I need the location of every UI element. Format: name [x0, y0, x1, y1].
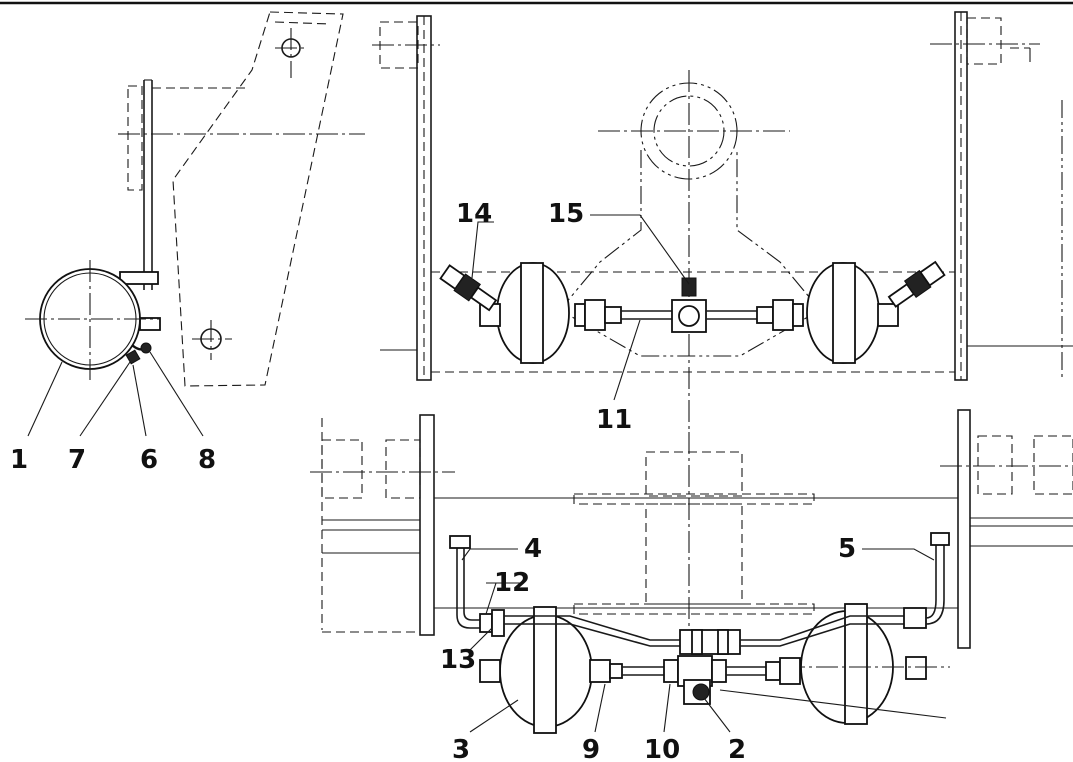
callout-8: 8 [198, 445, 216, 475]
air-spring-right-port [877, 303, 899, 327]
front-frame-rail-left [419, 414, 435, 636]
air-spring-right-band [832, 262, 856, 364]
bracket-plate-outline [172, 11, 344, 387]
center-manifold [679, 629, 741, 655]
pipe-5-fitting-top [930, 532, 950, 546]
air-spring-left-band [520, 262, 544, 364]
leader-14 [471, 221, 494, 279]
callout-7: 7 [68, 445, 86, 475]
fitting-right-a [792, 303, 804, 327]
front-fitting-right [711, 659, 727, 683]
bracket-top-edge [274, 21, 331, 25]
callout-1: 1 [10, 445, 28, 475]
front-air-spring-right-port [905, 656, 927, 680]
frame-rail-left [127, 85, 143, 191]
leader-5 [862, 548, 935, 561]
leader-9 [594, 683, 606, 733]
pipe-5-fitting-low [903, 607, 927, 629]
leader-2 [703, 697, 731, 733]
fitting-right-b [772, 299, 794, 331]
front-frame-box-2 [385, 439, 421, 499]
leader-8 [149, 351, 204, 437]
front-fitting-right-c [779, 657, 801, 685]
callout-15: 15 [548, 199, 584, 229]
center-column-flange-bottom [573, 603, 815, 615]
fitting-left-c [604, 306, 622, 324]
leader-11 [613, 319, 641, 401]
front-frame-rail-right [957, 409, 971, 649]
leader-1 [27, 361, 63, 437]
pipe-4-fitting [449, 535, 471, 549]
front-fitting-9-a [589, 659, 611, 683]
leader-13 [469, 627, 493, 651]
side-view: 1 7 6 8 [10, 11, 365, 475]
pivot-arm-outline [559, 150, 821, 357]
center-valve-body [681, 277, 697, 297]
callout-12: 12 [494, 568, 530, 598]
upper-pipe-right-bottom [740, 623, 904, 647]
callout-13: 13 [440, 645, 476, 675]
strap-bolt-head [140, 342, 152, 354]
fitting-left-b [584, 299, 606, 331]
level-valve-left [439, 264, 498, 312]
fitting-13 [491, 609, 505, 637]
leader-15 [590, 214, 690, 285]
front-frame-box-3 [977, 435, 1013, 495]
leader-7 [79, 361, 131, 437]
callout-9: 9 [582, 735, 600, 762]
callout-11: 11 [596, 405, 632, 435]
leader-12 [485, 582, 497, 615]
leader-6 [132, 364, 147, 437]
center-manifold-nut-a [691, 629, 703, 655]
pipe-5-a [925, 545, 937, 619]
leader-3 [469, 699, 519, 733]
callout-5: 5 [838, 534, 856, 564]
upper-pipe-left-top [504, 615, 680, 641]
top-view: 14 15 11 [372, 11, 1073, 435]
callout-6: 6 [140, 445, 158, 475]
level-valve-right [887, 260, 946, 308]
fitting-left-a [574, 303, 586, 327]
front-right-diag-line [719, 689, 947, 719]
center-manifold-nut-b [717, 629, 729, 655]
upper-pipe-right-top [740, 615, 904, 641]
callout-14: 14 [456, 199, 492, 229]
strap-nut [125, 349, 141, 365]
front-air-spring-right-band [844, 603, 868, 725]
front-fitting-9-b [609, 663, 623, 679]
front-fitting-10 [663, 659, 679, 683]
leader-4 [461, 548, 518, 561]
front-air-spring-left-band [533, 606, 557, 734]
front-valve-knob [692, 683, 710, 701]
top-frame-bracket-right [966, 17, 1002, 65]
leader-10 [663, 683, 671, 733]
clamp-bracket-upper [119, 271, 159, 285]
center-column-body [645, 503, 743, 605]
pipe-5-b [925, 545, 945, 625]
front-frame-box-1 [321, 439, 363, 499]
callout-2: 2 [728, 735, 746, 762]
front-air-spring-left-port [479, 659, 501, 683]
front-fitting-right-b [765, 661, 781, 681]
center-column-top [645, 451, 743, 497]
pipe-4-top [456, 545, 480, 629]
callout-10: 10 [644, 735, 680, 762]
center-tee-bore [678, 305, 700, 327]
callout-3: 3 [452, 735, 470, 762]
clamp-bracket-lower [139, 317, 161, 331]
upper-pipe-left-bottom [504, 623, 680, 647]
front-frame-box-4 [1033, 435, 1073, 495]
fitting-right-c [756, 306, 774, 324]
front-view: 4 12 13 5 3 9 10 2 [310, 409, 1073, 762]
callout-4: 4 [524, 534, 542, 564]
pipe-4-bottom [463, 545, 480, 621]
